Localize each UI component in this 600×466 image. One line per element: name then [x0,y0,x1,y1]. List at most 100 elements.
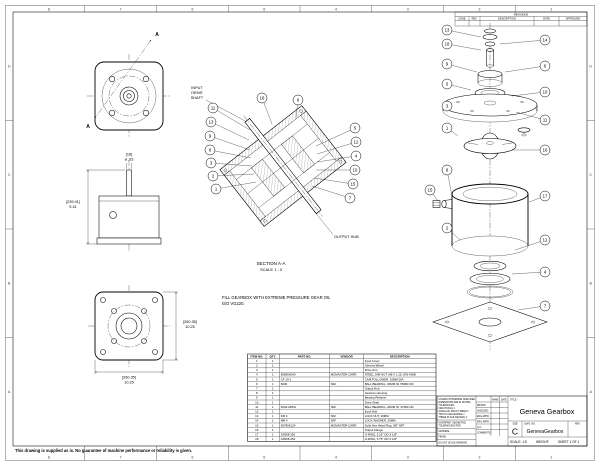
balloon-leader [212,173,255,177]
balloon-leader [209,135,251,151]
balloon-number: 15 [428,188,433,193]
balloon-number: 11 [543,118,548,123]
balloon-leader [316,155,357,163]
date-col-label: DATE [501,399,507,402]
bom-cell-qty: 1 [272,391,274,395]
dim-flange-mm-right: [260.35] [183,320,197,324]
bom-cell-qty: 1 [272,377,274,381]
bom-cell-item: 17 [255,433,259,437]
exploded-geneva-wheel [463,132,517,160]
balloon-leader [210,121,250,141]
bom-cell-part: 50785K124 [281,423,296,427]
balloon [347,178,359,190]
zone-label: 1 [550,7,552,11]
tolerance-block: UNLESS OTHERWISE SPECIFIED: DIMENSIONS A… [437,399,476,445]
bom-cell-qty: 1 [272,423,274,427]
bom-cell-vendor: SKF [331,419,337,423]
balloon-number: 17 [543,194,548,199]
rev-col-approved: APPROVED [566,17,581,21]
dwg-no-value: GenevaGearbox [527,429,564,435]
balloon [350,136,362,148]
approval-mfg: MFG APPR. [477,421,490,424]
approval-eng: ENG APPR. [477,415,490,418]
zone-label: C [589,173,592,177]
input-shaft-label-3: SHAFT [191,96,204,100]
view-front: A A [86,32,171,138]
drawing-title: Geneva Gearbox [520,407,575,416]
balloon [349,164,361,176]
bom-cell-item: 18 [255,437,259,441]
bom-cell-qty: 1 [272,364,274,368]
balloon-number: 4 [355,154,358,159]
balloon-number: 12 [354,140,359,145]
zone-label: 1 [550,455,552,459]
balloon-leader [313,177,354,185]
dim-flange-mm-bottom: [260.35] [122,376,136,380]
rev-col-date: DATE [543,17,550,21]
bom-cell-description: STEEL JAM NUT, M8 X 1.25, DIN 439B [365,373,416,377]
balloon-number: 15 [351,182,356,187]
bom-header-cell: DESCRIPTION [390,354,410,358]
bom-cell-item: 3 [256,368,258,372]
balloon [539,234,551,246]
zone-label: 6 [191,455,193,459]
bom-cell-item: 1 [256,359,258,363]
bom-cell-qty: 1 [272,387,274,391]
balloon [539,86,551,98]
balloon [256,92,268,104]
bom-cell-description: Solid Hex Head Plug, 3/8" NPT [365,423,405,427]
bom-cell-vendor: MCMASTER-CARR [331,423,357,427]
revisions-title: REVISIONS [514,12,528,16]
tol-line: DO NOT SCALE DRAWING [439,442,468,445]
exploded-input-cover [442,93,538,123]
title-area: TITLE: Geneva Gearbox SIZE C DWG. NO. Ge… [508,400,587,444]
bom-cell-description: O-RING, 5.25" OD X 1/8" [365,433,397,437]
bom-cell-description: Drive Arm [365,368,378,372]
approval-checked: CHECKED [477,411,489,413]
zone-label: 5 [263,7,265,11]
balloon-leader [210,162,253,167]
section-letter-bottom: A [86,124,90,130]
zone-label: 8 [48,455,50,459]
zone-label: 5 [263,455,265,459]
balloon-leader [311,185,351,199]
bom-header-cell: QTY. [270,354,277,358]
balloon-number: 8 [209,148,212,153]
balloon-leader [511,271,546,275]
dim-flange-in-right: 10.25 [185,325,195,329]
bom-cell-description: LOCK WASHER, 20MM [365,419,396,423]
bom-cell-item: 5 [256,377,258,381]
bom-cell-description: CAM FOLLOWER, 10MM DIA. [365,377,405,381]
bom-cell-item: 16 [255,428,259,432]
balloon-number: 16 [260,96,265,101]
dim-height-in: 9.41 [69,205,76,209]
zone-label: B [590,282,593,286]
balloon [204,130,216,142]
bom-cell-item: 12 [255,410,259,414]
bom-cell-description: Output Flange [365,428,384,432]
view-exploded [432,23,548,350]
rev-col-description: DESCRIPTION [498,17,516,21]
balloon-number: 10 [353,168,358,173]
balloon [441,164,453,176]
rev-col-zone: ZONE [458,17,465,21]
balloon-number: 18 [445,42,450,47]
balloon-leader [215,181,257,190]
tol-line: ANGULAR: MACH ± BEND ± [439,410,470,413]
bom-cell-qty: 1 [272,419,274,423]
approval-comments: COMMENTS: [477,433,491,435]
bom-cell-item: 11 [255,405,258,409]
bom-cell-qty: 1 [272,359,274,363]
balloon [424,184,436,196]
approvals-grid: NAME DATE DRAWN CHECKED ENG APPR. MFG AP… [476,396,508,436]
bom-cell-part: 6204-2RSH [281,405,296,409]
balloon-number: 7 [544,304,547,309]
bom-cell-description: Output Hub [365,387,380,391]
bom-cell-description: Geneva Wheel [365,364,384,368]
revisions-table: REVISIONS ZONE REV. DESCRIPTION DATE APP… [454,11,588,27]
weight-label: WEIGHT: [536,440,549,444]
exploded-input-hub [477,70,503,87]
name-col-label: NAME [492,399,499,402]
